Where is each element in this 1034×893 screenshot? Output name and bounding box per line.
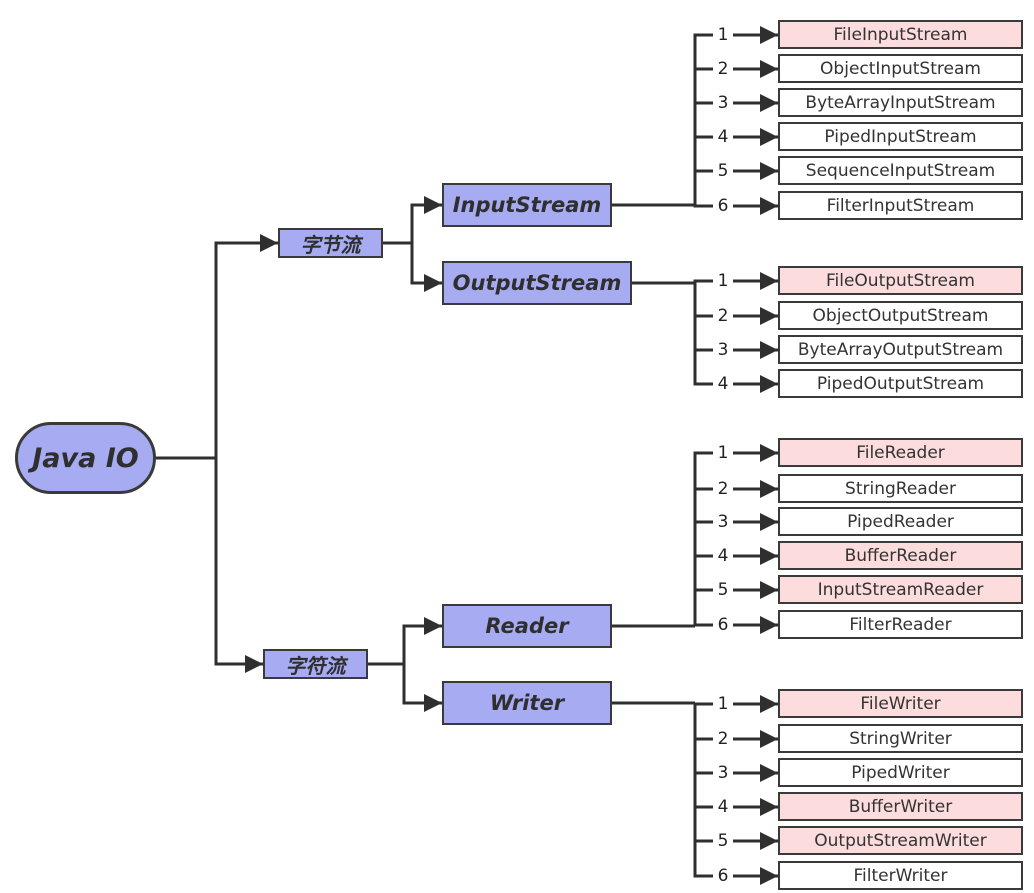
leaf-connector-1-0-0 xyxy=(693,444,778,626)
leaf-node-fileoutputstream[interactable]: FileOutputStream xyxy=(778,266,1023,295)
branch-number: 2 xyxy=(713,305,733,327)
branch-number: 5 xyxy=(713,830,733,852)
branch-number: 4 xyxy=(713,796,733,818)
class-node-inputstream[interactable]: InputStream xyxy=(442,183,612,227)
leaf-node-filereader[interactable]: FileReader xyxy=(778,438,1023,467)
class-node-writer[interactable]: Writer xyxy=(442,681,612,725)
branch-number: 3 xyxy=(713,339,733,361)
leaf-node-pipedreader[interactable]: PipedReader xyxy=(778,507,1023,536)
root-to-category-connector-1 xyxy=(214,458,263,673)
leaf-node-fileinputstream[interactable]: FileInputStream xyxy=(778,20,1023,49)
branch-number: 4 xyxy=(713,545,733,567)
branch-number: 6 xyxy=(713,195,733,217)
category-to-class-connector-0-0 xyxy=(410,196,442,243)
leaf-connector-0-1-1 xyxy=(693,283,778,325)
branch-number: 5 xyxy=(713,160,733,182)
leaf-node-filewriter[interactable]: FileWriter xyxy=(778,689,1023,718)
category-to-class-connector-1-0 xyxy=(402,617,442,664)
root-node-java-io[interactable]: Java IO xyxy=(15,422,156,494)
branch-number: 1 xyxy=(713,442,733,464)
leaf-connector-1-0-5 xyxy=(693,616,778,634)
leaf-node-bytearrayoutputstream[interactable]: ByteArrayOutputStream xyxy=(778,335,1023,364)
leaf-node-objectinputstream[interactable]: ObjectInputStream xyxy=(778,54,1023,83)
leaf-connector-0-0-0 xyxy=(693,26,778,205)
leaf-node-filterreader[interactable]: FilterReader xyxy=(778,610,1023,639)
leaf-connector-0-0-2 xyxy=(693,94,778,205)
branch-number: 2 xyxy=(713,58,733,80)
leaf-node-filterinputstream[interactable]: FilterInputStream xyxy=(778,191,1023,220)
leaf-connector-0-1-0 xyxy=(693,272,778,290)
category-byte-stream[interactable]: 字节流 xyxy=(278,228,383,258)
branch-number: 2 xyxy=(713,478,733,500)
branch-number: 1 xyxy=(713,24,733,46)
leaf-connector-1-1-5 xyxy=(693,703,778,885)
leaf-node-sequenceinputstream[interactable]: SequenceInputStream xyxy=(778,156,1023,185)
leaf-node-inputstreamreader[interactable]: InputStreamReader xyxy=(778,575,1023,604)
leaf-node-bufferreader[interactable]: BufferReader xyxy=(778,541,1023,570)
leaf-node-bytearrayinputstream[interactable]: ByteArrayInputStream xyxy=(778,88,1023,117)
leaf-node-stringreader[interactable]: StringReader xyxy=(778,474,1023,503)
leaf-node-pipedinputstream[interactable]: PipedInputStream xyxy=(778,122,1023,151)
leaf-connector-1-0-2 xyxy=(693,513,778,626)
leaf-connector-1-1-1 xyxy=(693,703,778,748)
leaf-connector-0-1-3 xyxy=(693,283,778,393)
leaf-connector-0-0-5 xyxy=(693,197,778,215)
branch-number: 6 xyxy=(713,865,733,887)
category-to-class-connector-1-1 xyxy=(402,664,442,712)
leaf-connector-1-0-4 xyxy=(693,581,778,626)
category-char-stream[interactable]: 字符流 xyxy=(263,649,368,679)
leaf-node-pipedwriter[interactable]: PipedWriter xyxy=(778,758,1023,787)
branch-number: 1 xyxy=(713,693,733,715)
branch-number: 3 xyxy=(713,92,733,114)
leaf-node-stringwriter[interactable]: StringWriter xyxy=(778,724,1023,753)
leaf-node-bufferwriter[interactable]: BufferWriter xyxy=(778,792,1023,821)
leaf-connector-0-0-4 xyxy=(693,162,778,205)
branch-number: 3 xyxy=(713,762,733,784)
leaf-node-pipedoutputstream[interactable]: PipedOutputStream xyxy=(778,369,1023,398)
leaf-connector-1-1-3 xyxy=(693,703,778,816)
branch-number: 4 xyxy=(713,126,733,148)
category-to-class-connector-0-1 xyxy=(410,243,442,292)
branch-number: 5 xyxy=(713,579,733,601)
class-node-outputstream[interactable]: OutputStream xyxy=(442,261,632,305)
leaf-node-objectoutputstream[interactable]: ObjectOutputStream xyxy=(778,301,1023,330)
leaf-connector-1-1-0 xyxy=(693,695,778,713)
branch-number: 2 xyxy=(713,728,733,750)
branch-number: 6 xyxy=(713,614,733,636)
branch-number: 1 xyxy=(713,270,733,292)
branch-number: 4 xyxy=(713,373,733,395)
branch-number: 3 xyxy=(713,511,733,533)
class-node-reader[interactable]: Reader xyxy=(442,604,612,648)
root-to-category-connector-0 xyxy=(214,234,278,458)
leaf-node-outputstreamwriter[interactable]: OutputStreamWriter xyxy=(778,826,1023,855)
leaf-node-filterwriter[interactable]: FilterWriter xyxy=(778,861,1023,890)
